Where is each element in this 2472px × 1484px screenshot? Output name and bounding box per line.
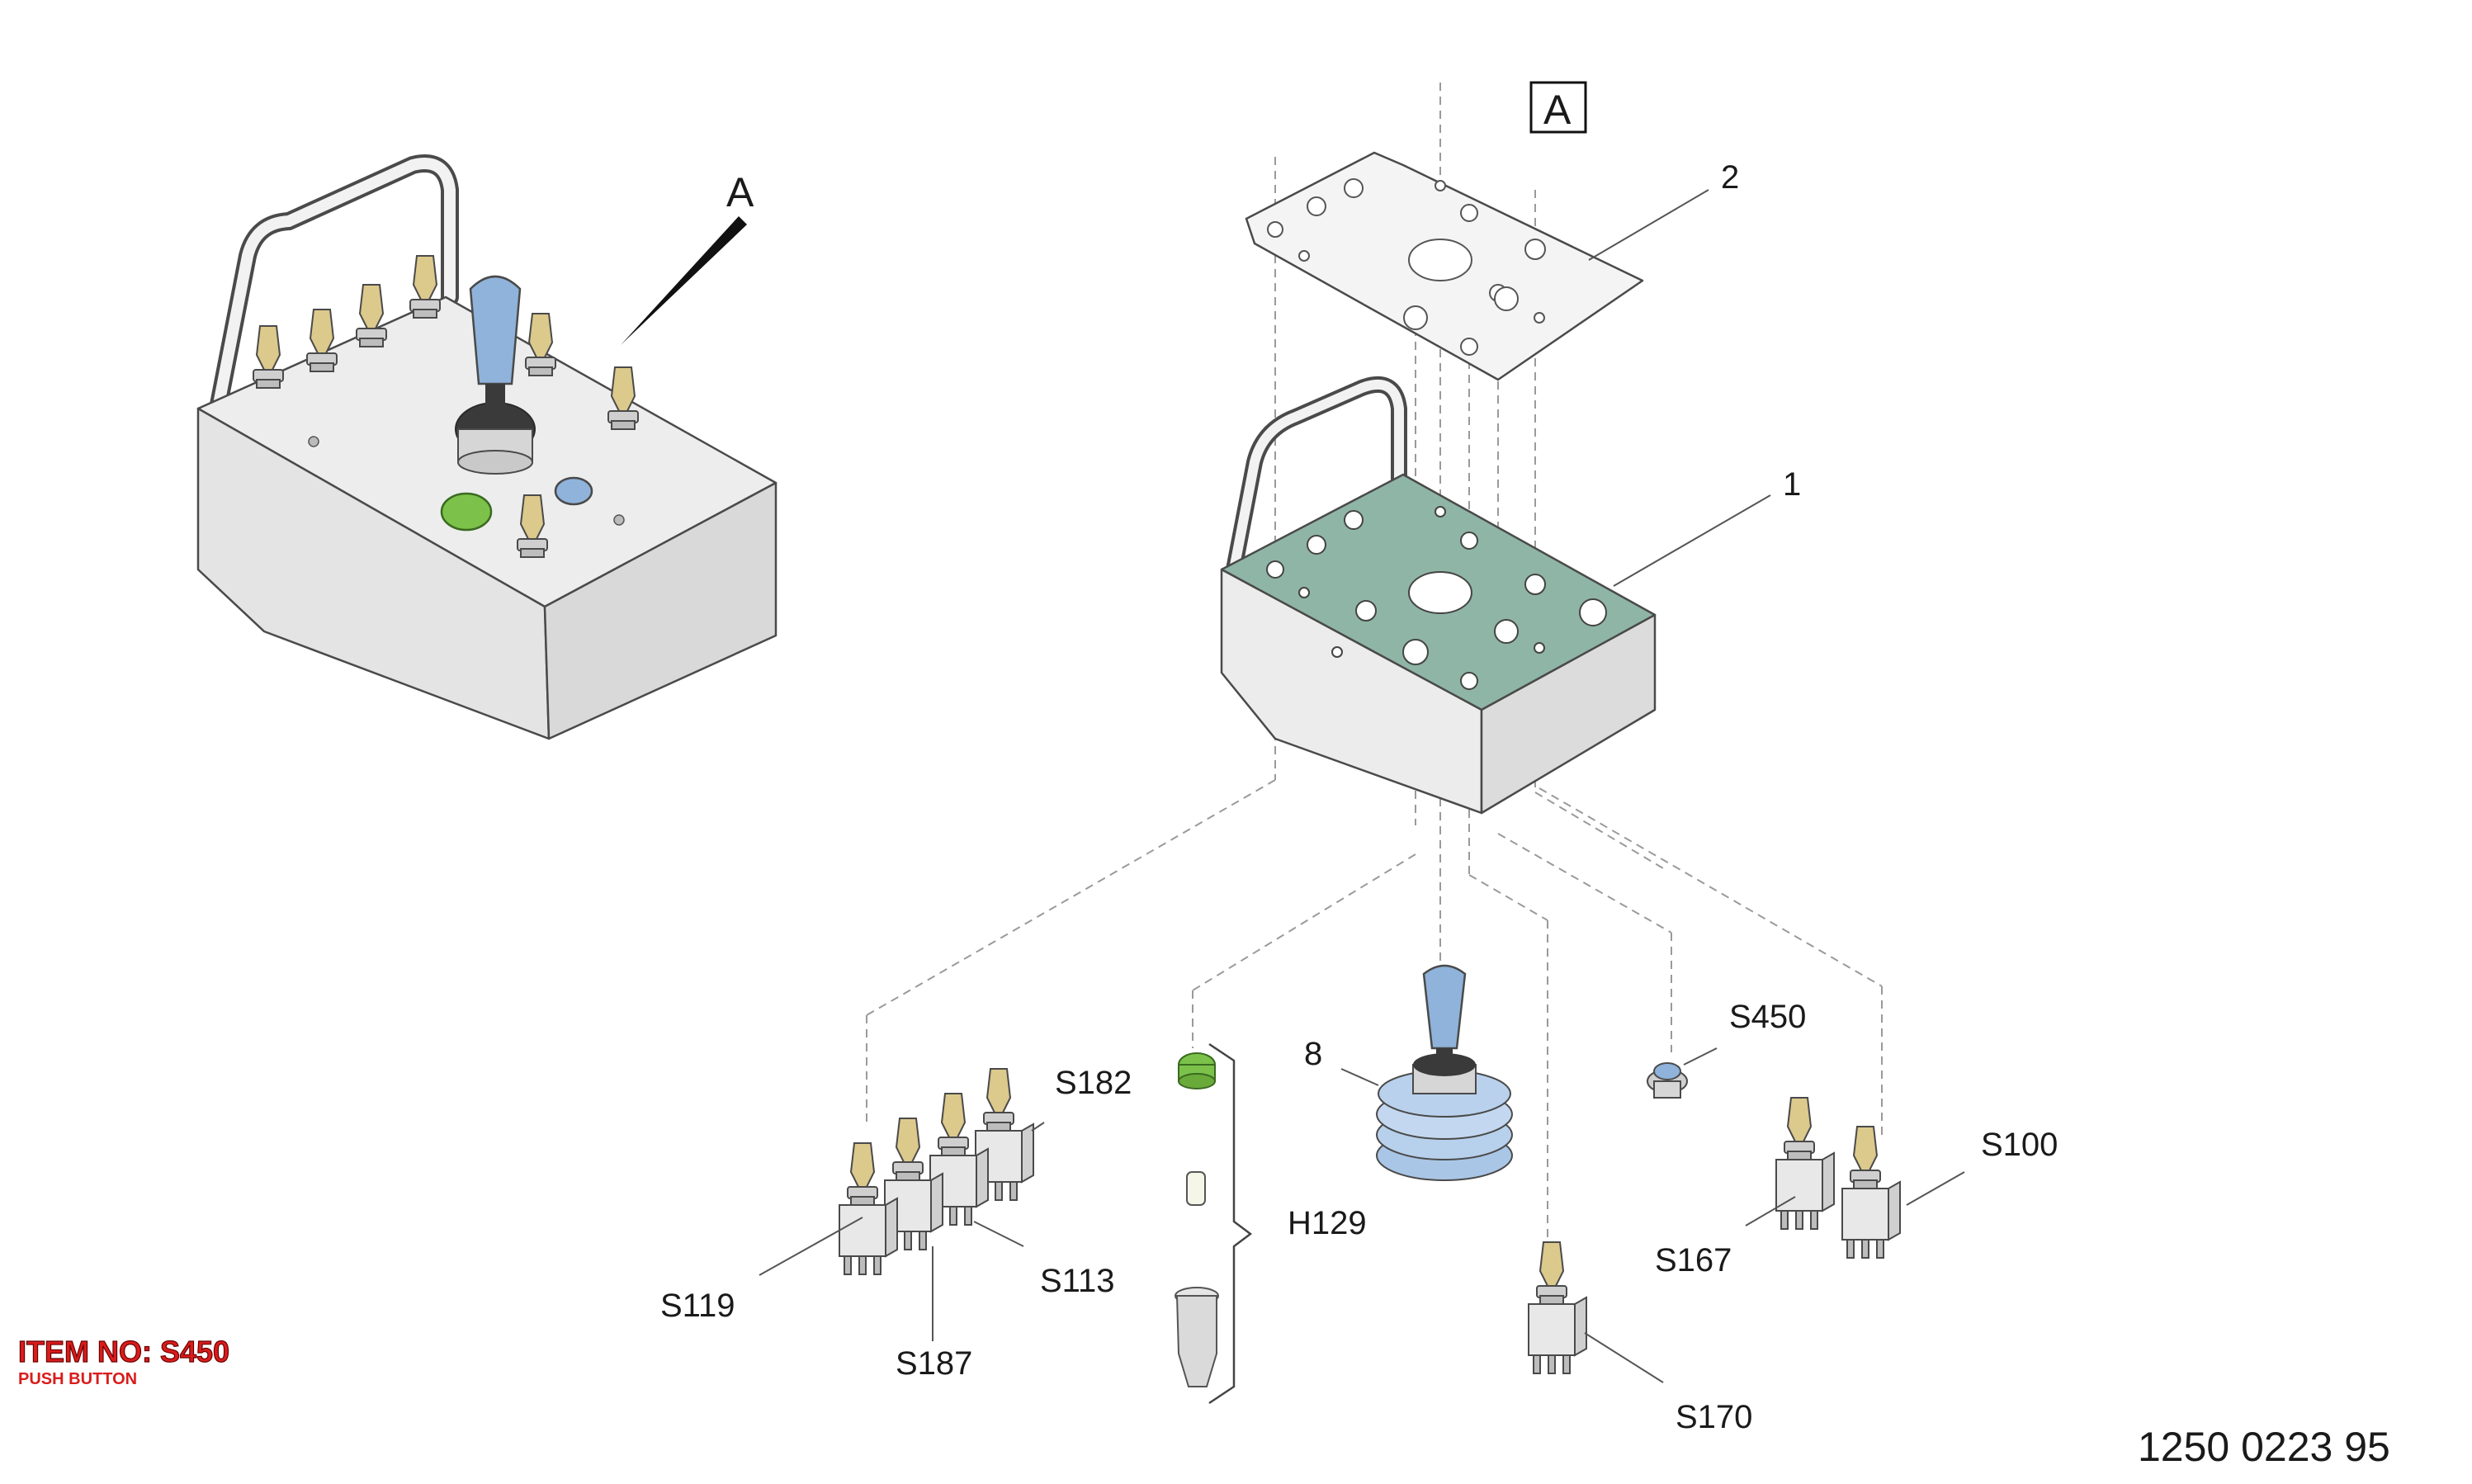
h129-label: H129 <box>1288 1205 1367 1241</box>
part-1-label: 1 <box>1783 466 1801 503</box>
part-1-housing: 1 <box>1220 376 1801 815</box>
s182-label: S182 <box>1055 1065 1132 1101</box>
drawing-number: 1250 0223 95 <box>2138 1424 2390 1470</box>
green-indicator <box>440 492 493 532</box>
s170-toggle: S170 <box>1529 1242 1752 1435</box>
blue-pushbutton <box>554 476 593 506</box>
toggle-switch-group: S182 S113 S119 S187 <box>660 1065 1132 1382</box>
part-8-label: 8 <box>1304 1036 1322 1072</box>
s167-label: S167 <box>1655 1242 1732 1278</box>
toggle-switch-pair: S167 S100 <box>1655 1098 2058 1278</box>
joystick <box>455 275 536 475</box>
view-marker-label: A <box>726 169 754 215</box>
part-8-joystick: 8 <box>1304 964 1513 1181</box>
s450-label: S450 <box>1729 999 1806 1035</box>
s450-pushbutton: S450 <box>1647 999 1806 1099</box>
item-number-subtitle: PUSH BUTTON <box>18 1370 137 1388</box>
h129-indicator: H129 <box>1175 1042 1367 1405</box>
view-box <box>1529 81 1587 134</box>
s170-label: S170 <box>1676 1399 1752 1435</box>
s100-label: S100 <box>1981 1127 2058 1163</box>
s187-label: S187 <box>896 1345 972 1382</box>
assembled-control-box: A <box>196 154 778 740</box>
part-2-label: 2 <box>1721 159 1739 196</box>
s119-label: S119 <box>660 1288 735 1324</box>
item-number-title: ITEM NO: S450 <box>18 1335 229 1368</box>
part-2-plate: 2 <box>1245 151 1739 381</box>
s113-label: S113 <box>1040 1263 1114 1299</box>
view-box-label: A <box>1543 87 1572 133</box>
